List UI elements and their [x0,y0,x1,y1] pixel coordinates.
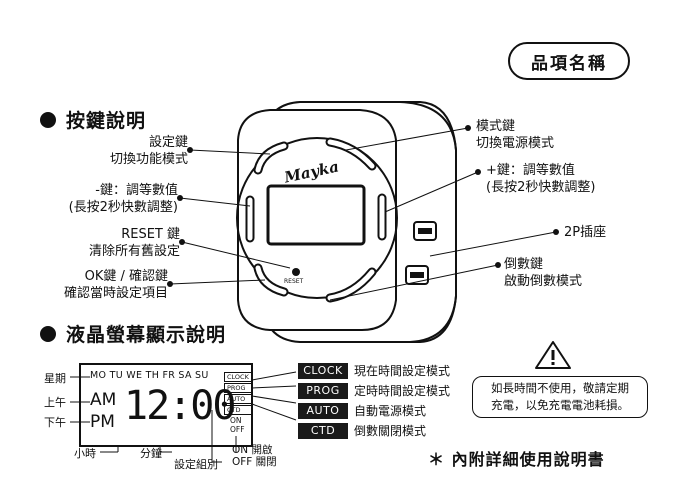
product-name-label: 品項名稱 [531,53,607,74]
section-lcd-heading: 液晶螢幕顯示說明 [40,320,226,347]
lcd-time: 12:00 [124,383,236,429]
label-minus-key: -鍵：調等數值 (長按2秒快數調整) [68,183,178,215]
section-buttons-heading: 按鍵說明 [40,106,146,133]
label-plus-key: +鍵：調等數值 (長按2秒快數調整) [486,163,596,195]
label-2p-socket: 2P插座 [564,225,607,240]
manual-note: ＊ 內附詳細使用說明書 [428,450,605,469]
lcd-on-off: ON OFF [230,416,245,434]
bullet-icon [40,111,56,128]
lcd-label-minute: 分鐘 [140,447,162,460]
section-buttons-title: 按鍵說明 [66,110,147,132]
label-countdown-key: 倒數鍵 啟動倒數模式 [504,257,583,289]
lcd-label-pm: 下午 [44,416,66,429]
product-name-pill: 品項名稱 [508,42,630,80]
mode-legend-row: CLOCK 現在時間設定模式 [298,362,450,379]
lcd-pm: PM [90,412,115,432]
lcd-label-onoff: ON 開啟 OFF 關閉 [232,444,277,468]
reset-label: RESET [284,278,304,285]
connector-lines [169,127,557,301]
lcd-label-hour: 小時 [74,447,96,460]
lcd-label-group: 設定組別 [174,458,218,471]
lcd-label-am: 上午 [44,396,66,409]
lcd-frame [79,363,253,447]
mode-legend: CLOCK 現在時間設定模式 PROG 定時時間設定模式 AUTO 自動電源模式… [298,362,450,439]
label-mode-key: 模式鍵 切換電源模式 [476,119,555,151]
timer-device [236,101,457,343]
lcd-am: AM [90,390,117,410]
lcd-mode-tags: CLOCK PROG AUTO CTD [224,372,252,415]
reset-button [292,268,300,276]
lcd-label-week: 星期 [44,372,66,385]
section-lcd-title: 液晶螢幕顯示說明 [66,324,227,346]
battery-warning-box: 如長時間不使用，敬請定期 充電，以免充電電池耗損。 [472,376,648,418]
mode-legend-row: AUTO 自動電源模式 [298,402,450,419]
mode-legend-row: PROG 定時時間設定模式 [298,382,450,399]
lcd-days: MO TU WE TH FR SA SU [90,370,209,381]
warning-icon [535,341,571,369]
bullet-icon [40,325,56,342]
label-reset-key: RESET 鍵 清除所有舊設定 [88,227,180,259]
mode-legend-row: CTD 倒數關閉模式 [298,422,450,439]
label-set-key: 設定鍵 切換功能模式 [109,135,188,167]
device-screen [266,184,366,246]
label-ok-key: OK鍵 / 確認鍵 確認當時設定項目 [63,269,168,301]
